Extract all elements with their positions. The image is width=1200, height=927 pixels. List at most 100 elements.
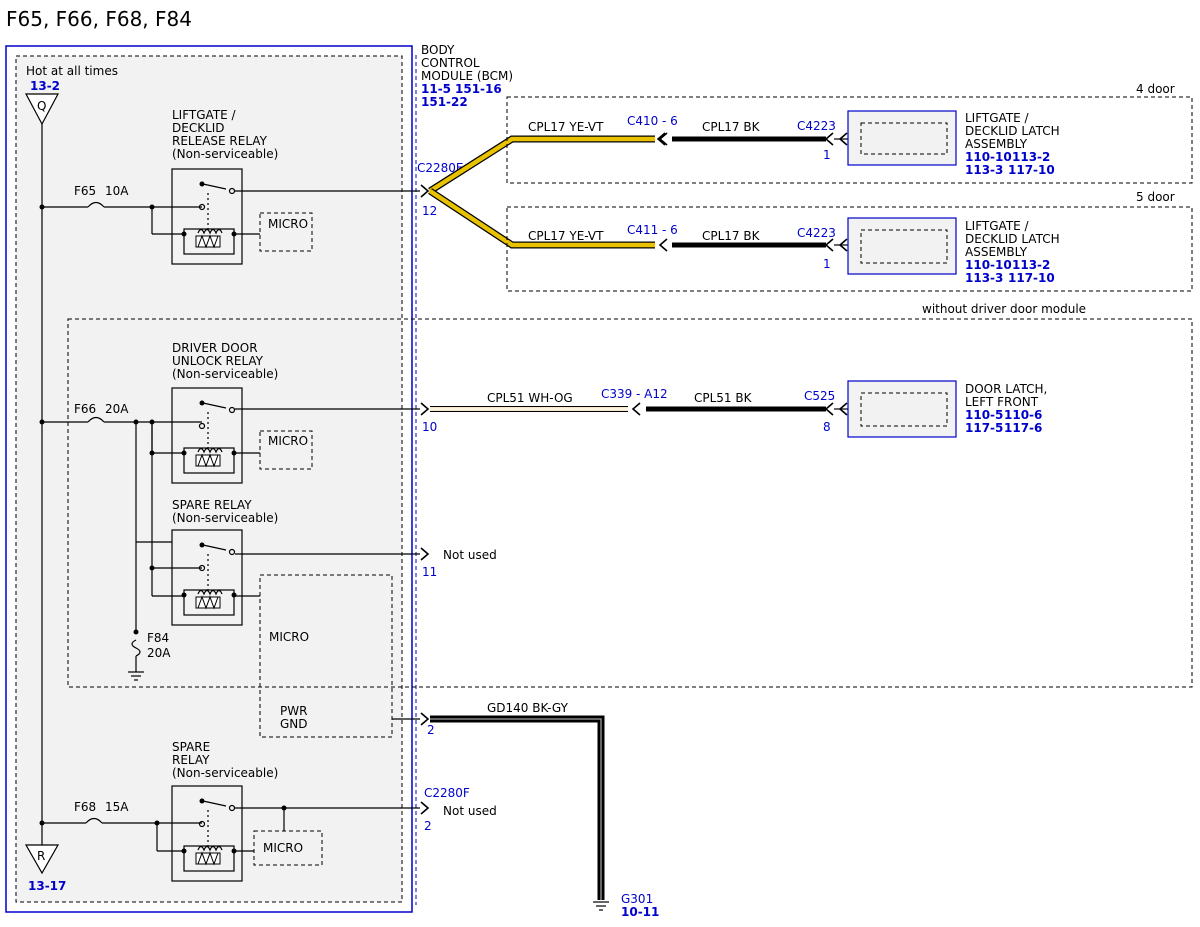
micro-label: MICRO	[268, 217, 308, 231]
relay-liftgate-label: RELEASE RELAY	[172, 134, 268, 148]
fuse-f66-id: F66	[74, 402, 96, 416]
component-ref[interactable]: 113-3	[965, 163, 1003, 177]
pin-12: 12	[422, 204, 437, 218]
micro-main-box	[259, 574, 393, 738]
wire-cpl17-yellow	[428, 135, 655, 194]
bcm-label-1: BODY	[421, 43, 455, 57]
relay-spare2-label: RELAY	[172, 753, 210, 767]
wire-label: CPL17 YE-VT	[528, 120, 604, 134]
component-ref[interactable]: 113-2	[1012, 150, 1050, 164]
micro-label: MICRO	[269, 630, 309, 644]
top-connector-ref[interactable]: 13-2	[30, 79, 60, 93]
component-label: DECKLID LATCH	[965, 124, 1060, 138]
relay-liftgate-label: DECKLID	[172, 121, 225, 135]
wire-label: GD140 BK-GY	[487, 701, 569, 715]
not-used-label: Not used	[443, 548, 497, 562]
ground-g301[interactable]: G301	[621, 892, 653, 906]
pin-2: 2	[427, 723, 435, 737]
variant-no-ddm-label: without driver door module	[922, 302, 1086, 316]
pin-1: 1	[823, 257, 831, 271]
relay-driver-door-unlock	[171, 387, 243, 484]
relay-liftgate-label: LIFTGATE /	[172, 108, 237, 122]
pin-8: 8	[823, 420, 831, 434]
door-latch-left-front	[847, 380, 957, 438]
connector-c525[interactable]: C525	[804, 389, 835, 403]
top-connector-symbol	[25, 93, 59, 126]
bottom-connector-letter: R	[37, 849, 45, 863]
connector-c2280f[interactable]: C2280F	[424, 786, 470, 800]
component-label: LIFTGATE /	[965, 111, 1030, 125]
component-ref[interactable]: 117-10	[1008, 271, 1055, 285]
variant-no-ddm-box	[67, 318, 1193, 688]
gnd-label: GND	[280, 717, 308, 731]
liftgate-latch-4door	[847, 110, 957, 166]
relay-spare-2	[171, 785, 243, 882]
variant-4door-box	[506, 96, 1193, 184]
connector-pin: - 6	[662, 114, 678, 128]
component-ref[interactable]: 117-5	[965, 421, 1003, 435]
bcm-ref[interactable]: 151-22	[421, 95, 468, 109]
relay-spare2-label: SPARE	[172, 740, 210, 754]
bottom-connector-ref[interactable]: 13-17	[28, 879, 66, 893]
relay-spare2-label: (Non-serviceable)	[172, 766, 278, 780]
fuse-f68-rating: 15A	[105, 800, 129, 814]
component-label: DECKLID LATCH	[965, 232, 1060, 246]
connector-c4223[interactable]: C4223	[797, 226, 836, 240]
relay-door-label: (Non-serviceable)	[172, 367, 278, 381]
component-ref[interactable]: 113-3	[965, 271, 1003, 285]
bcm-ref[interactable]: 151-16	[455, 82, 502, 96]
relay-door-label: UNLOCK RELAY	[172, 354, 264, 368]
bottom-connector-symbol	[24, 844, 60, 875]
connector-c410[interactable]: C410	[627, 114, 658, 128]
fuse-f65-id: F65	[74, 184, 96, 198]
top-connector-letter: Q	[37, 99, 46, 113]
page-title: F65, F66, F68, F84	[6, 7, 192, 31]
component-ref[interactable]: 117-10	[1008, 163, 1055, 177]
component-label: ASSEMBLY	[965, 137, 1028, 151]
wire-label: CPL51 WH-OG	[487, 391, 573, 405]
not-used-label: Not used	[443, 804, 497, 818]
relay-liftgate	[171, 168, 243, 265]
wire-label: CPL17 BK	[702, 229, 761, 243]
component-ref[interactable]: 117-6	[1004, 421, 1042, 435]
fuse-f84	[131, 639, 141, 657]
component-ref[interactable]: 110-10	[965, 150, 1012, 164]
pin-11: 11	[422, 565, 437, 579]
liftgate-latch-5door	[847, 217, 957, 275]
relay-door-label: DRIVER DOOR	[172, 341, 258, 355]
relay-liftgate-label: (Non-serviceable)	[172, 147, 278, 161]
connector-c2280e[interactable]: C2280E	[417, 161, 464, 175]
bcm-label-2: CONTROL	[421, 56, 480, 70]
connector-c339[interactable]: C339	[601, 387, 632, 401]
bcm-label-3: MODULE (BCM)	[421, 69, 513, 83]
ground-ref[interactable]: 10-11	[621, 905, 659, 919]
component-ref[interactable]: 113-2	[1012, 258, 1050, 272]
fuse-f84-id: F84	[147, 631, 169, 645]
pin-1: 1	[823, 148, 831, 162]
module-box	[5, 45, 413, 913]
hot-label: Hot at all times	[26, 64, 118, 78]
component-label: ASSEMBLY	[965, 245, 1028, 259]
relay-spare-label: SPARE RELAY	[172, 498, 252, 512]
fuse-f84-rating: 20A	[147, 646, 171, 660]
connector-c411[interactable]: C411	[627, 223, 658, 237]
pwr-label: PWR	[280, 704, 307, 718]
connector-pin: - A12	[636, 387, 668, 401]
component-ref[interactable]: 110-6	[1004, 408, 1042, 422]
bcm-ref[interactable]: 11-5	[421, 82, 451, 96]
pin-10: 10	[422, 420, 437, 434]
wire-label: CPL17 YE-VT	[528, 229, 604, 243]
pin-2: 2	[424, 819, 432, 833]
connector-pin: - 6	[662, 223, 678, 237]
fuse-f66-rating: 20A	[105, 402, 129, 416]
micro-label: MICRO	[263, 841, 303, 855]
component-label: LIFTGATE /	[965, 219, 1030, 233]
variant-4door-label: 4 door	[1136, 82, 1175, 96]
component-ref[interactable]: 110-5	[965, 408, 1003, 422]
connector-c4223[interactable]: C4223	[797, 119, 836, 133]
component-ref[interactable]: 110-10	[965, 258, 1012, 272]
fuse-f68-id: F68	[74, 800, 96, 814]
variant-5door-label: 5 door	[1136, 190, 1175, 204]
fuse-f65-rating: 10A	[105, 184, 129, 198]
